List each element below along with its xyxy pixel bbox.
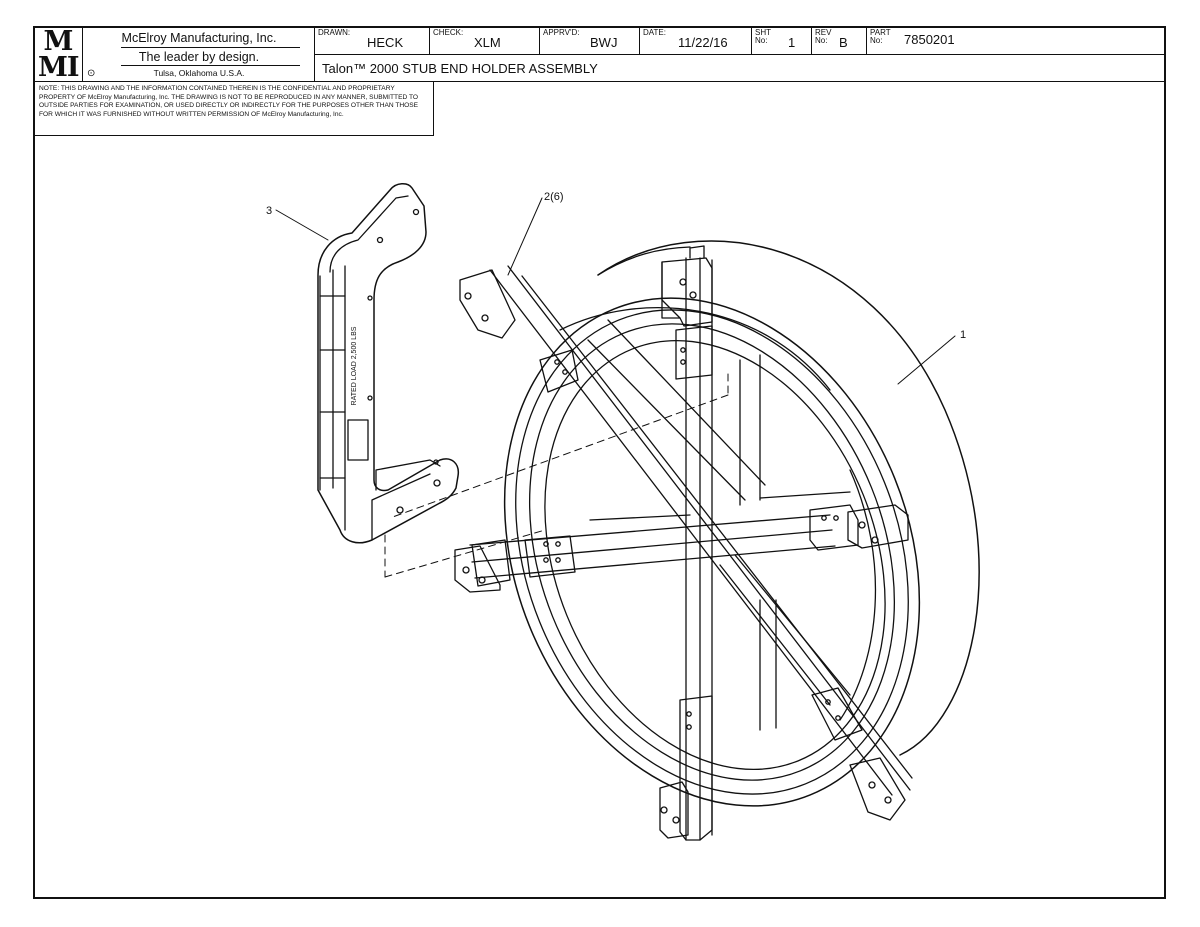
approved-value: BWJ — [590, 35, 618, 50]
drawing-sheet: M MI McElroy Manufacturing, Inc. The lea… — [33, 26, 1166, 899]
callout-item-3: 3 — [266, 205, 272, 217]
sheet-value: 1 — [788, 35, 796, 50]
logo-letter-top: M — [43, 26, 74, 57]
check-field: CHECK: XLM — [430, 28, 540, 55]
registered-mark-icon: ⊙ — [87, 68, 96, 79]
c-bracket — [317, 183, 460, 544]
approved-field: APPRV'D: BWJ — [540, 28, 640, 55]
sheet-label: SHT No: — [755, 28, 771, 45]
company-name: McElroy Manufacturing, Inc. — [121, 31, 277, 45]
check-value: XLM — [474, 35, 501, 50]
date-value: 11/22/16 — [678, 35, 728, 50]
company-block: McElroy Manufacturing, Inc. The leader b… — [83, 28, 315, 82]
sheet-field: SHT No: 1 — [752, 28, 812, 55]
drawn-value: HECK — [367, 35, 404, 50]
drawn-field: DRAWN: HECK — [315, 28, 430, 55]
part-field: PART No: 7850201 — [867, 28, 1166, 55]
drawn-label: DRAWN: — [318, 28, 351, 37]
company-tagline: The leader by design. — [138, 50, 260, 64]
assembly-centerline — [384, 373, 729, 578]
date-field: DATE: 11/22/16 — [640, 28, 752, 55]
rev-value: B — [839, 35, 848, 50]
rev-label: REV No: — [815, 28, 832, 45]
rated-load-engraving: RATED LOAD 2,500 LBS — [351, 326, 358, 405]
check-label: CHECK: — [433, 28, 464, 37]
callout-item-2: 2(6) — [544, 191, 564, 203]
date-label: DATE: — [643, 28, 666, 37]
drawing-title: Talon™ 2000 STUB END HOLDER ASSEMBLY — [322, 61, 598, 76]
proprietary-note: NOTE: THIS DRAWING AND THE INFORMATION C… — [35, 82, 434, 136]
part-value: 7850201 — [904, 32, 955, 47]
approved-label: APPRV'D: — [543, 28, 580, 37]
rev-field: REV No: B — [812, 28, 867, 55]
callout-item-1: 1 — [960, 329, 966, 341]
logo-letter-bottom: MI — [38, 52, 80, 83]
stub-end-ring — [503, 240, 980, 807]
company-location: Tulsa, Oklahoma U.S.A. — [153, 68, 245, 78]
mmi-logo: M MI — [35, 28, 83, 82]
part-label: PART No: — [870, 28, 891, 45]
drawing-title-row: Talon™ 2000 STUB END HOLDER ASSEMBLY — [315, 55, 1166, 82]
leader-lines — [275, 197, 956, 385]
holder-arms — [454, 245, 913, 841]
